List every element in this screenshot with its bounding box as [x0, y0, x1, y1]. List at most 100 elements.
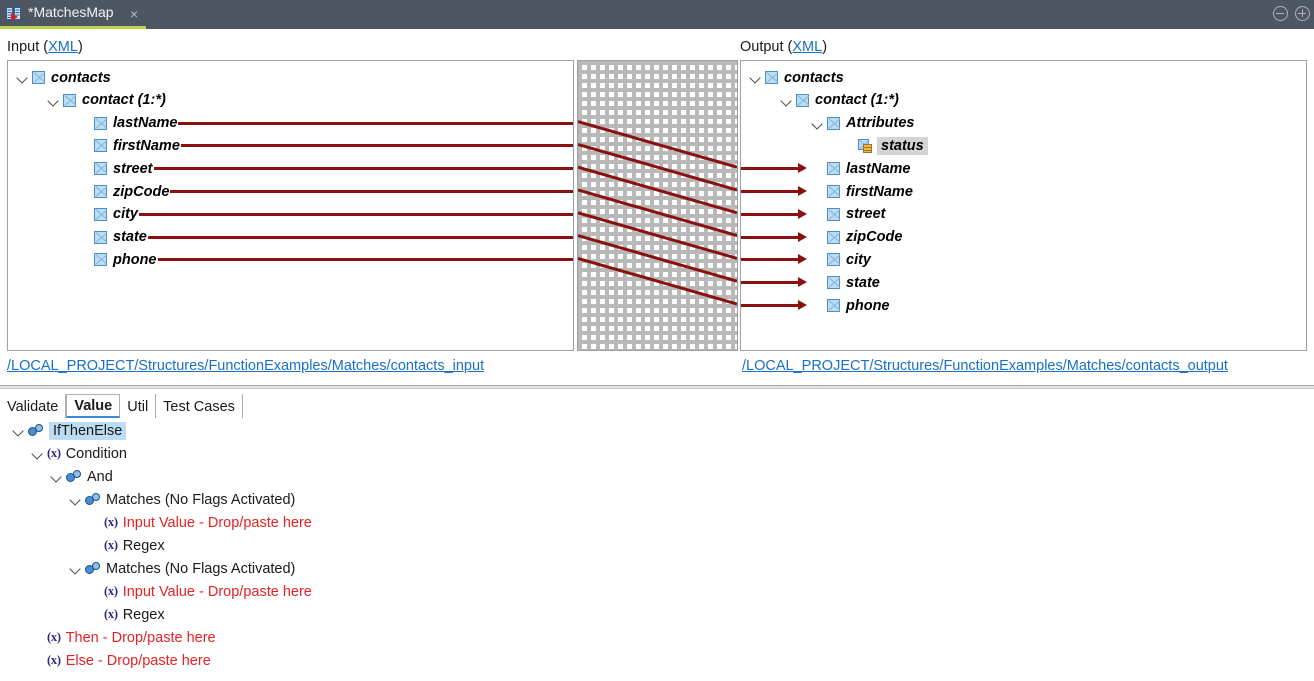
panel-divider[interactable] — [0, 385, 1314, 389]
tree-row-label: state — [846, 274, 880, 291]
mapping-line-stub[interactable] — [741, 190, 799, 193]
tab-validate[interactable]: Validate — [0, 394, 67, 418]
function-tree-row[interactable]: And — [50, 465, 113, 488]
mapping-line-stub[interactable] — [741, 304, 799, 307]
function-tree-label: And — [87, 468, 113, 485]
mapping-line-stub[interactable] — [741, 281, 799, 285]
tree-row[interactable]: lastName — [78, 112, 177, 135]
tab-value[interactable]: Value — [66, 394, 121, 418]
mapping-line-stub[interactable] — [178, 121, 573, 125]
chevron-down-icon[interactable] — [12, 424, 25, 437]
tree-row[interactable]: contacts — [749, 66, 844, 89]
function-tree-row[interactable]: (x)Then - Drop/paste here — [31, 626, 216, 649]
tree-row-label: contact (1:*) — [82, 92, 166, 109]
tree-row[interactable]: street — [811, 203, 886, 226]
mapping-canvas[interactable] — [577, 60, 738, 351]
tree-row[interactable]: city — [811, 248, 871, 271]
chevron-down-icon[interactable] — [780, 94, 793, 107]
xml-element-icon — [765, 71, 778, 84]
maximize-button[interactable] — [1295, 6, 1310, 21]
tree-row[interactable]: zipCode — [811, 226, 902, 249]
output-xml-link[interactable]: XML — [792, 39, 823, 55]
chevron-down-icon[interactable] — [69, 562, 82, 575]
mapping-line-stub[interactable] — [741, 167, 799, 171]
mapping-line-stub[interactable] — [741, 235, 799, 239]
close-icon[interactable]: × — [130, 6, 139, 22]
tree-row-label: contacts — [784, 69, 844, 86]
chevron-down-icon[interactable] — [69, 493, 82, 506]
tree-row[interactable]: lastName — [811, 157, 910, 180]
tree-row[interactable]: city — [78, 203, 138, 226]
tree-row-label: lastName — [846, 160, 911, 177]
chevron-down-icon[interactable] — [47, 94, 60, 107]
input-path-link[interactable]: /LOCAL_PROJECT/Structures/FunctionExampl… — [7, 358, 485, 374]
tab-label: Test Cases — [163, 398, 235, 415]
tree-row[interactable]: Attributes — [811, 112, 914, 135]
mapping-arrow-head — [798, 186, 807, 196]
tab-util[interactable]: Util — [120, 394, 157, 418]
tree-row[interactable]: phone — [78, 248, 157, 271]
xml-attribute-icon — [858, 138, 872, 153]
mapping-line-stub[interactable] — [158, 258, 573, 262]
mapping-line-stub[interactable] — [154, 167, 573, 171]
function-tree-row[interactable]: Matches (No Flags Activated) — [69, 557, 295, 580]
tab-test-cases[interactable]: Test Cases — [156, 394, 243, 418]
tree-row[interactable]: contacts — [16, 66, 111, 89]
chevron-down-icon[interactable] — [50, 470, 63, 483]
mapping-link-line[interactable] — [578, 256, 737, 306]
minimize-button[interactable] — [1273, 6, 1288, 21]
mapping-link-line[interactable] — [578, 211, 737, 260]
output-path-link[interactable]: /LOCAL_PROJECT/Structures/FunctionExampl… — [742, 358, 1228, 374]
tab-label: Validate — [7, 398, 59, 415]
tree-row[interactable]: firstName — [78, 134, 180, 157]
mapping-line-stub[interactable] — [741, 258, 799, 262]
function-gear-icon — [85, 561, 101, 576]
mapping-link-line[interactable] — [578, 120, 737, 169]
mapping-line-stub[interactable] — [181, 144, 573, 148]
tree-row[interactable]: contact (1:*) — [47, 89, 166, 112]
mapping-link-line[interactable] — [578, 188, 737, 238]
chevron-down-icon[interactable] — [811, 117, 824, 130]
tree-row[interactable]: zipCode — [78, 180, 169, 203]
function-tree-row[interactable]: (x)Regex — [88, 603, 165, 626]
tree-row-label: street — [846, 206, 886, 223]
chevron-down-icon[interactable] — [749, 71, 762, 84]
input-heading-text: Input ( — [7, 39, 49, 55]
editor-tab-matchesmap[interactable]: *MatchesMap × — [0, 0, 146, 29]
tab-label: Util — [127, 398, 149, 415]
mapping-link-line[interactable] — [578, 234, 737, 283]
function-tree-row[interactable]: (x)Else - Drop/paste here — [31, 649, 211, 672]
mapping-arrow-head — [798, 163, 807, 174]
title-bar: *MatchesMap × — [0, 0, 1314, 29]
function-tree-row[interactable]: (x)Input Value - Drop/paste here — [88, 580, 312, 603]
tree-row[interactable]: contact (1:*) — [780, 89, 899, 112]
mapping-line-stub[interactable] — [170, 190, 573, 193]
mapping-line-stub[interactable] — [741, 212, 799, 216]
mapping-link-line[interactable] — [578, 165, 737, 215]
tree-row[interactable]: firstName — [811, 180, 913, 203]
function-tree-label: Then - Drop/paste here — [65, 629, 216, 646]
xml-element-icon — [94, 162, 107, 176]
function-tree-row[interactable]: (x)Condition — [31, 442, 127, 465]
output-heading-text: Output ( — [740, 39, 793, 55]
function-tree-row[interactable]: IfThenElse — [12, 419, 127, 442]
function-tree-row[interactable]: (x)Input Value - Drop/paste here — [88, 511, 312, 534]
tree-row[interactable]: state — [78, 226, 147, 249]
mapping-line-stub[interactable] — [139, 212, 573, 216]
tree-row[interactable]: status — [842, 134, 928, 157]
xml-element-icon — [94, 139, 107, 153]
mapping-line-stub[interactable] — [148, 235, 573, 239]
tree-row[interactable]: phone — [811, 294, 890, 317]
tree-row-label: city — [113, 206, 138, 223]
chevron-down-icon[interactable] — [31, 447, 44, 460]
chevron-down-icon[interactable] — [16, 71, 29, 84]
function-tree-row[interactable]: (x)Regex — [88, 534, 165, 557]
input-xml-link[interactable]: XML — [48, 39, 78, 55]
mapping-link-line[interactable] — [578, 142, 737, 192]
tree-row[interactable]: street — [78, 157, 153, 180]
tree-row[interactable]: state — [811, 271, 880, 294]
function-tree-row[interactable]: Matches (No Flags Activated) — [69, 488, 295, 511]
